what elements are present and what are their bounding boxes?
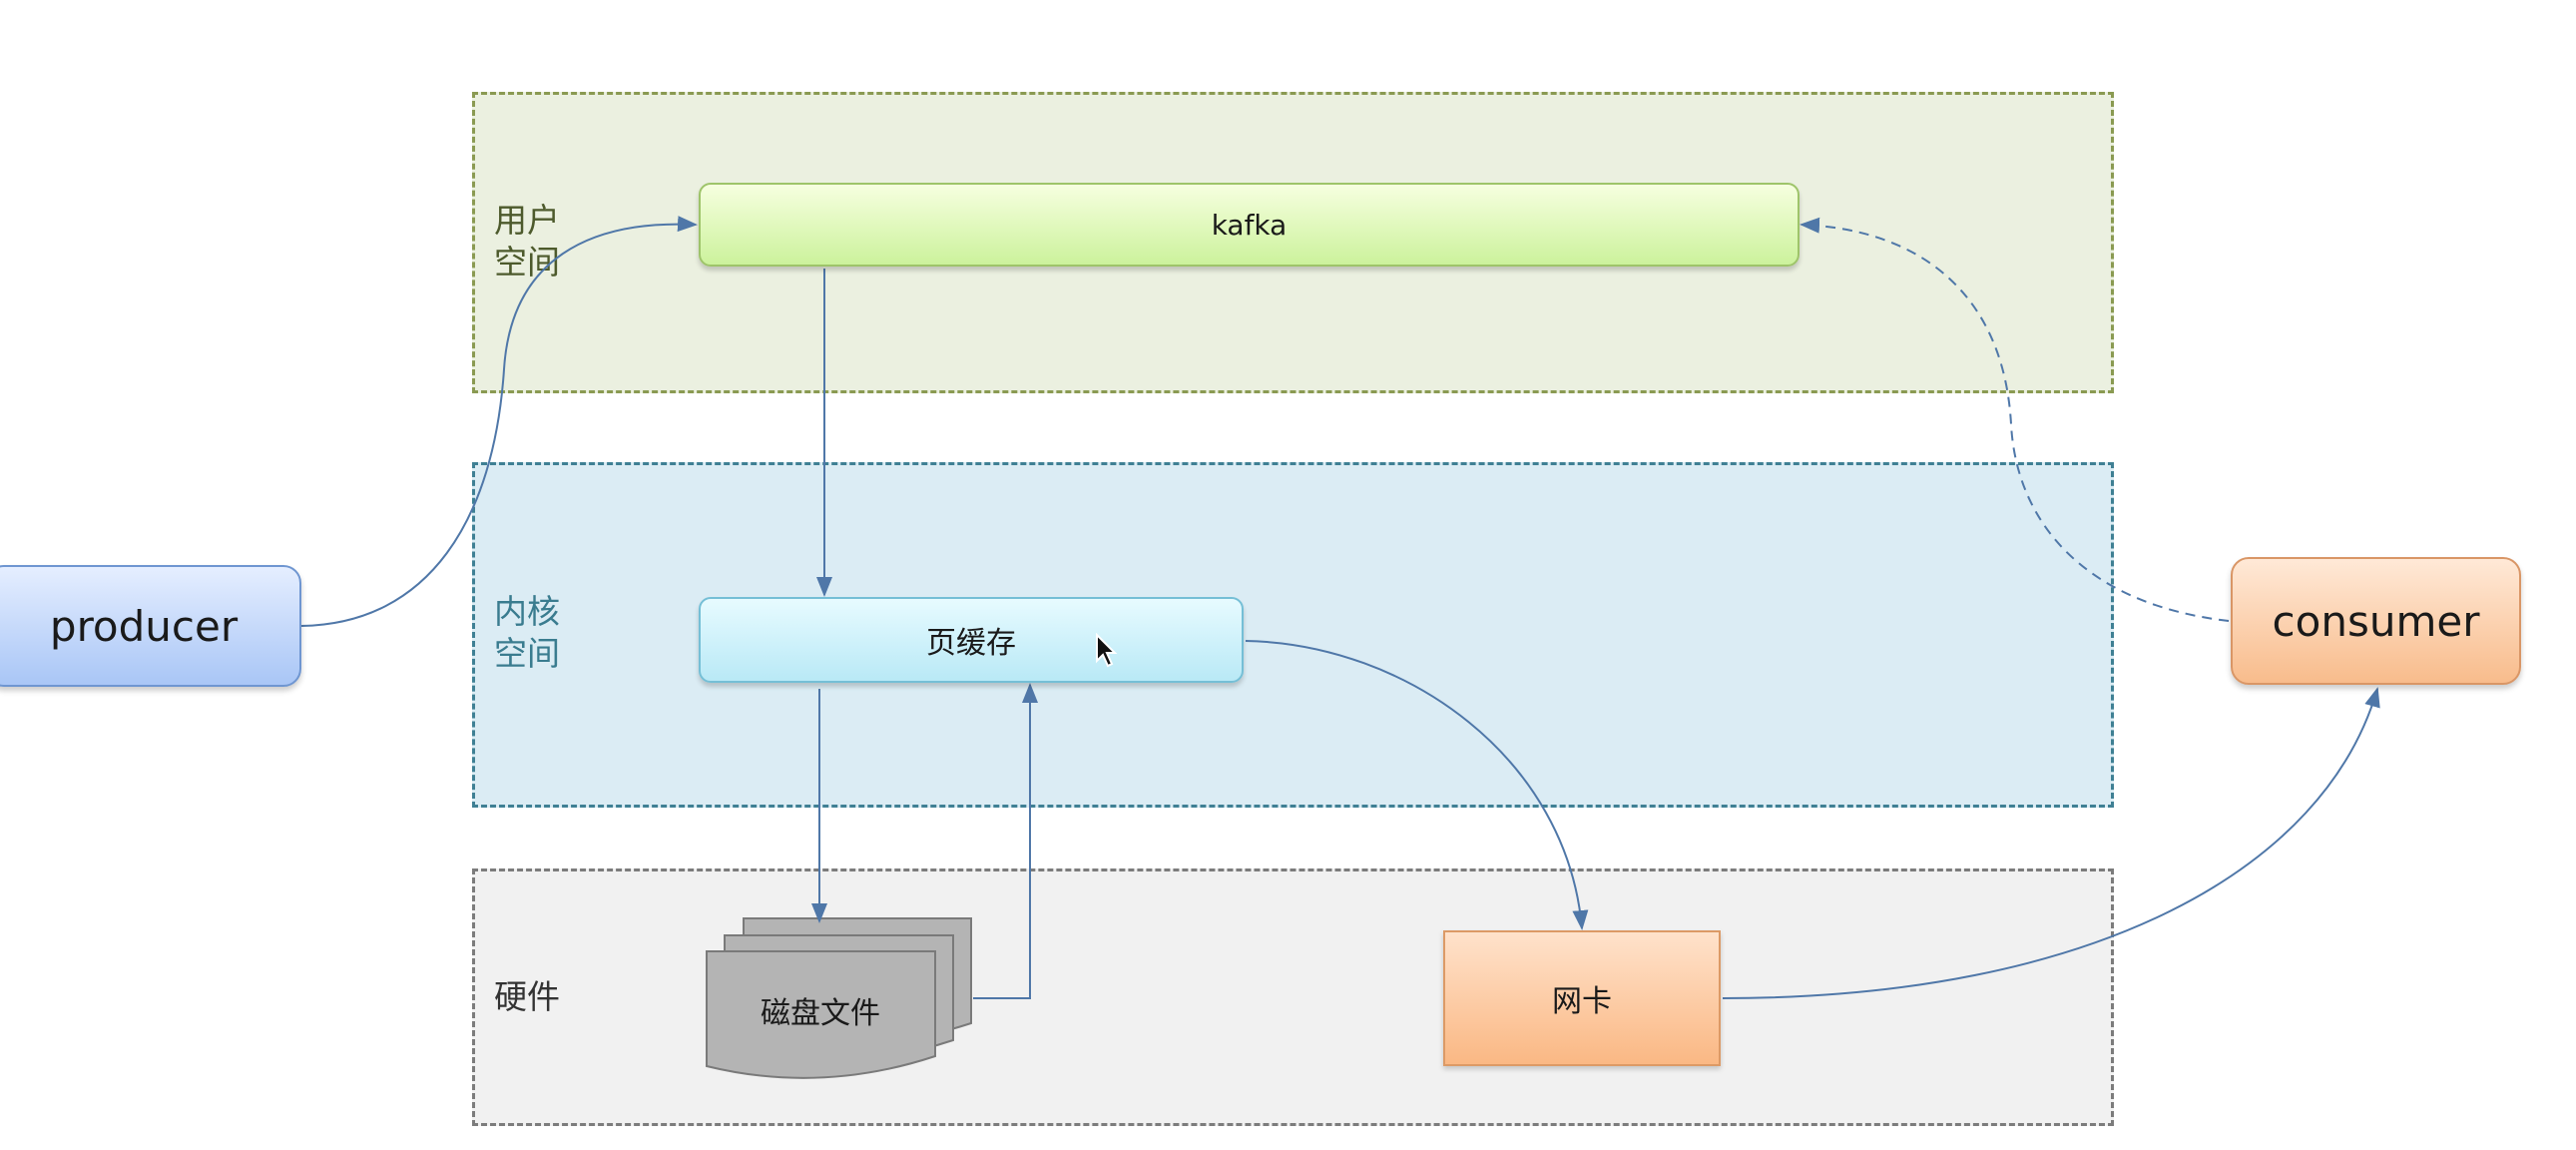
kafka-box: kafka xyxy=(699,183,1800,267)
disk-files-icon xyxy=(706,917,972,1079)
page-cache-box: 页缓存 xyxy=(699,597,1244,683)
user-space-label: 用户 空间 xyxy=(494,201,560,282)
mouse-cursor-icon xyxy=(1096,633,1118,668)
arrow-pagecache-to-nic xyxy=(1245,640,1589,930)
hardware-label: 硬件 xyxy=(494,977,560,1016)
arrow-disk-to-pagecache xyxy=(973,683,1038,999)
consumer-box: consumer xyxy=(2231,557,2521,685)
nic-box: 网卡 xyxy=(1443,930,1721,1066)
arrow-producer-to-kafka xyxy=(300,216,698,627)
producer-box: producer xyxy=(0,565,301,687)
arrow-consumer-to-kafka xyxy=(1800,217,2230,622)
kernel-space-label: 内核 空间 xyxy=(494,592,560,673)
disk-files-label: 磁盘文件 xyxy=(761,996,880,1031)
arrow-nic-to-consumer xyxy=(1722,687,2380,999)
